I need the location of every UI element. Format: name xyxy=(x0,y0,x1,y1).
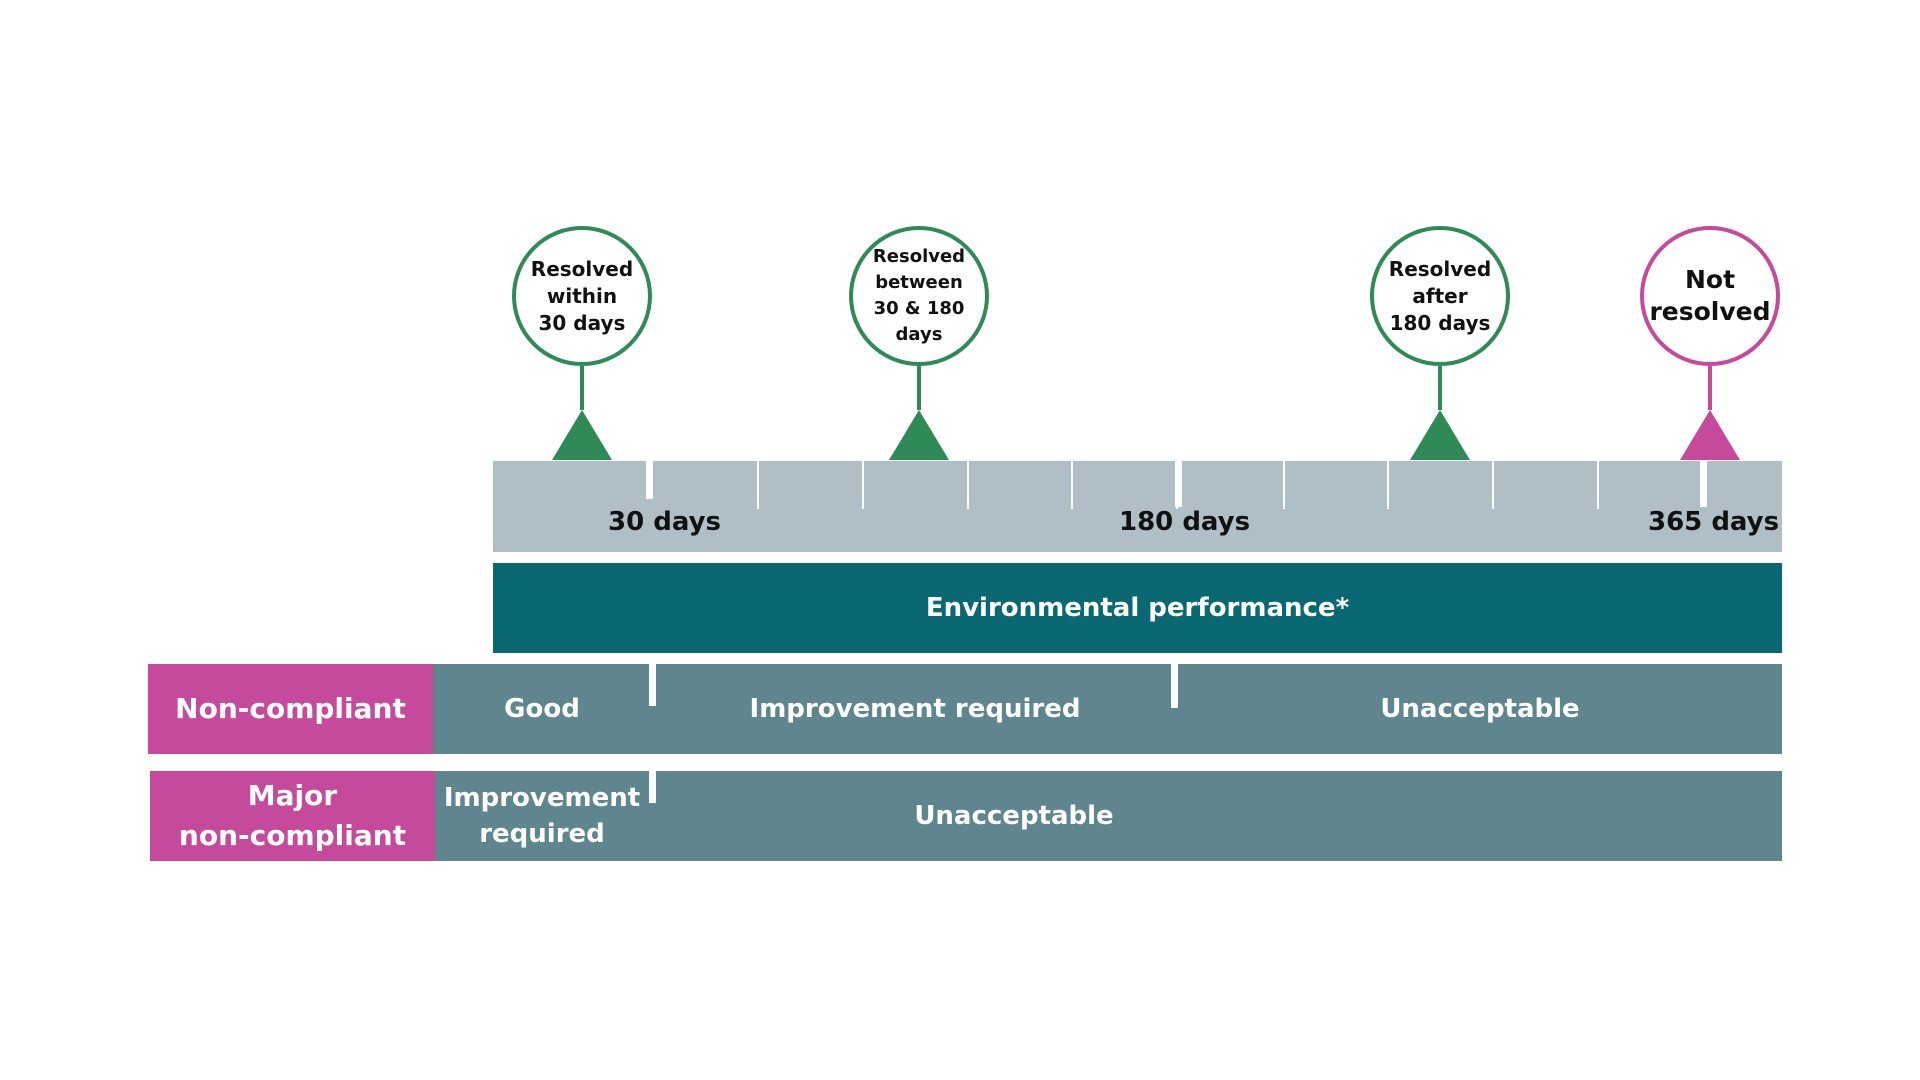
marker-stem xyxy=(917,366,921,410)
timeline-tick xyxy=(757,461,759,509)
timeline-tick xyxy=(1283,461,1285,509)
timeline-tick-30-days xyxy=(646,461,653,499)
timeline-bar: 30 days 180 days 365 days xyxy=(493,461,1782,552)
marker-pointer-icon xyxy=(552,410,612,460)
segment-divider xyxy=(1171,664,1178,708)
non-compliant-label: Non-compliant xyxy=(148,664,433,754)
segment-divider xyxy=(649,771,656,803)
marker-label: Resolved within 30 days xyxy=(530,256,634,335)
marker-pointer-icon xyxy=(1680,410,1740,460)
major-non-compliant-label: Major non-compliant xyxy=(150,771,435,861)
segment-improvement-required: Improvement required xyxy=(749,694,1081,724)
timeline-label-365-days: 365 days xyxy=(1648,507,1780,537)
environmental-performance-label: Environmental performance* xyxy=(925,593,1350,623)
environmental-performance-band: Environmental performance* xyxy=(493,563,1782,653)
marker-stem xyxy=(580,366,584,410)
major-non-compliant-band: Improvement required Unacceptable xyxy=(435,771,1782,861)
timeline-tick xyxy=(862,461,864,509)
marker-stem xyxy=(1438,366,1442,410)
marker-label: Resolved between 30 & 180 days xyxy=(872,246,966,345)
timeline-tick xyxy=(1597,461,1599,509)
marker-label: Resolved after 180 days xyxy=(1388,256,1492,335)
timeline-label-180-days: 180 days xyxy=(1119,507,1251,537)
non-compliant-band: Good Improvement required Unacceptable xyxy=(433,664,1782,754)
timeline-label-30-days: 30 days xyxy=(608,507,722,537)
timeline-tick xyxy=(1387,461,1389,509)
timeline-tick xyxy=(1071,461,1073,509)
segment-improvement-required: Improvement required xyxy=(443,783,641,849)
segment-divider xyxy=(649,664,656,706)
segment-unacceptable: Unacceptable xyxy=(914,801,1114,831)
timeline-tick xyxy=(1492,461,1494,509)
marker-resolved-after-180-days: Resolved after 180 days xyxy=(1370,226,1510,366)
marker-label: Not resolved xyxy=(1649,265,1771,326)
marker-pointer-icon xyxy=(889,410,949,460)
marker-not-resolved: Not resolved xyxy=(1640,226,1780,366)
marker-resolved-within-30-days: Resolved within 30 days xyxy=(512,226,652,366)
timeline-tick-180-days xyxy=(1175,461,1182,507)
marker-pointer-icon xyxy=(1410,410,1470,460)
segment-unacceptable: Unacceptable xyxy=(1380,694,1580,724)
timeline-tick-365-days xyxy=(1700,461,1707,507)
marker-stem xyxy=(1708,366,1712,410)
timeline-tick xyxy=(967,461,969,509)
segment-good: Good xyxy=(504,694,580,724)
marker-resolved-between-30-180-days: Resolved between 30 & 180 days xyxy=(849,226,989,366)
